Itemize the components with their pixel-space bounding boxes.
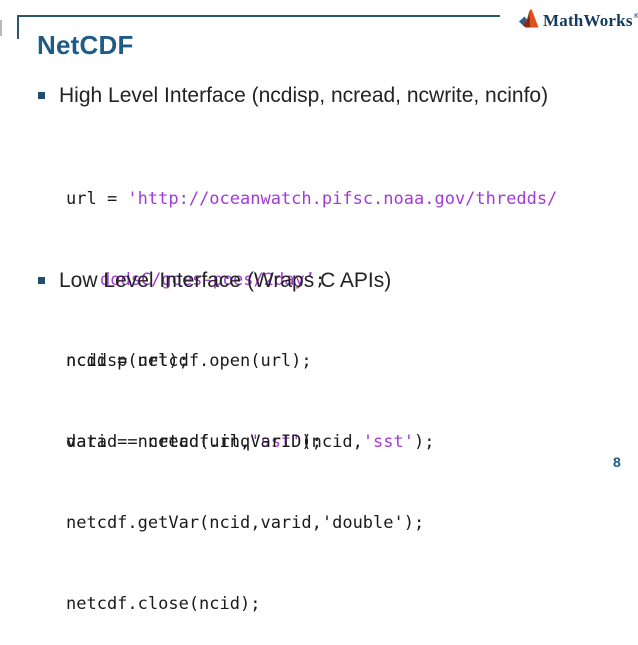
mathworks-logo: MathWorks® <box>519 6 638 31</box>
code-line: url = 'http://oceanwatch.pifsc.noaa.gov/… <box>66 189 558 209</box>
left-edge-accent-line <box>0 20 2 36</box>
slide: { "colors": { "title_blue": "#1f5b87", "… <box>0 6 638 614</box>
code-line: netcdf.getVar(ncid,varid,'double'); <box>66 513 425 533</box>
bullet-item-high-level: High Level Interface (ncdisp, ncread, nc… <box>38 83 548 109</box>
header-rule <box>17 15 500 17</box>
registered-mark: ® <box>633 12 638 20</box>
bullet-label: Low Level Interface (Wraps C APIs) <box>59 269 392 292</box>
header-rule-corner <box>17 15 19 39</box>
code-line: data = ncread(url,'sst'); <box>66 432 322 452</box>
page-number: 8 <box>613 454 621 470</box>
mathworks-membrane-icon <box>519 8 539 27</box>
string-literal: 'http://oceanwatch.pifsc.noaa.gov/thredd… <box>127 189 558 209</box>
string-literal: 'sst' <box>250 432 302 452</box>
code-line: ncdisp(url); <box>66 351 189 371</box>
bullet-marker <box>38 92 45 99</box>
code-line: ncid = netcdf.open(url); <box>66 351 312 371</box>
bullet-item-low-level: Low Level Interface (Wraps C APIs) <box>38 268 391 294</box>
code-block-low-level: ncid = netcdf.open(url); varid = netcdf.… <box>66 294 434 645</box>
string-literal: 'sst' <box>362 432 414 452</box>
bullet-label: High Level Interface (ncdisp, ncread, nc… <box>59 84 549 107</box>
mathworks-logo-text: MathWorks® <box>543 11 638 30</box>
string-literal: dodsC/goes-poes/2day’ <box>100 270 315 290</box>
code-line: dodsC/goes-poes/2day’; <box>100 270 326 290</box>
slide-title: NetCDF <box>37 30 134 60</box>
code-line: varid = netcdf.inqVarID(ncid,'sst'); <box>66 432 435 452</box>
code-block-high-level: url = 'http://oceanwatch.pifsc.noaa.gov/… <box>66 132 557 483</box>
code-line: netcdf.close(ncid); <box>66 594 261 614</box>
bullet-marker <box>38 277 45 284</box>
